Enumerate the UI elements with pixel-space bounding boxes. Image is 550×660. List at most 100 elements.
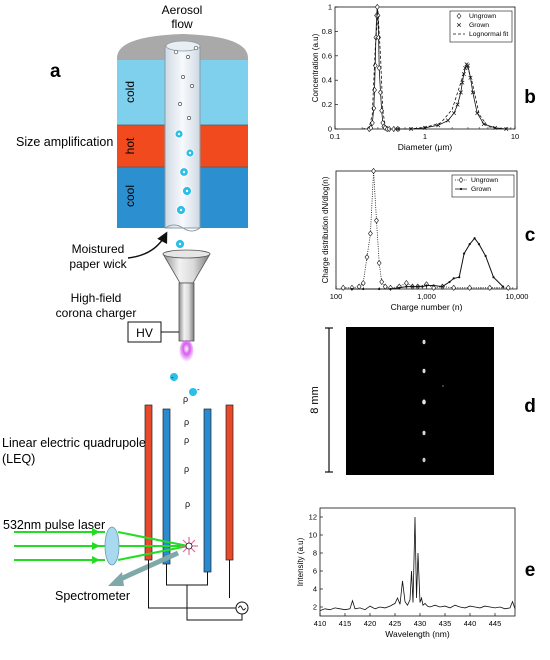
leq-rod-red-right [225,404,234,561]
panel-label-b: b [524,87,536,108]
y-axis-label: Concentration (a.u) [311,33,320,102]
y-tick-label: 0.8 [322,27,332,36]
data-point-x [445,118,451,123]
zone-label-cool: cool [123,185,137,207]
laser-arrowheads [92,528,100,564]
data-point-diamond [505,284,511,291]
y-tick-label: 6 [313,567,317,576]
data-point-dot [350,287,354,291]
panel-a: a Aerosol flow cold hot cool Size amplif… [2,3,249,621]
spectrometer-label: Spectrometer [55,589,130,603]
data-point-dot [389,287,392,291]
leq-label-line2: (LEQ) [2,452,35,466]
legend-label: Lognormal fit [469,31,508,38]
legend-label: Grown [469,22,489,29]
x-axis-label: Wavelength (nm) [385,629,450,639]
data-point-dot [441,285,444,288]
legend-label: Ungrown [469,13,496,20]
data-point-diamond [376,259,382,267]
panel-d-image: 8 mm [309,327,494,475]
data-point-dot [492,276,495,279]
svg-text:-: - [171,373,174,382]
data-point-dot [458,276,461,279]
legend-marker-diamond [456,13,462,19]
data-point-x [436,123,441,128]
legend-label: Grown [471,186,491,193]
data-point-diamond [374,3,380,11]
data-point-dot [425,284,428,287]
x-tick-label: 100 [330,292,343,301]
svg-text:ρ: ρ [184,435,189,445]
data-point-dot [477,243,481,246]
data-point-dot [501,285,505,288]
x-tick-label: 420 [364,619,377,628]
x-tick-label: 10 [511,132,519,141]
panel-label-e: e [525,560,536,581]
series-line-lognormal-fit [362,10,515,130]
data-point-diamond [404,280,409,287]
data-point-diamond [451,284,457,291]
particle-spots [422,339,444,463]
x-tick-label: 1 [423,132,427,141]
charger-label-line2: corona charger [56,306,137,320]
data-point-dot [362,287,365,291]
y-tick-label: 4 [313,585,317,594]
data-point-x [451,111,457,116]
leq-wiring [148,560,243,621]
data-point-diamond [372,62,378,69]
x-tick-label: 1,000 [417,292,436,301]
data-point-dot [484,254,487,258]
data-point-diamond [340,284,346,291]
svg-text:ρ: ρ [184,417,189,427]
x-axis-label: Charge number (n) [391,302,463,312]
data-point-dot [411,285,414,288]
data-point-dot [448,280,451,284]
svg-text:ρ: ρ [185,499,190,509]
x-tick-label: 415 [339,619,352,628]
data-point-diamond [374,217,379,224]
legend-marker-diamond [458,177,464,183]
y-tick-label: 0.4 [322,76,332,85]
emission-arrow [114,550,180,584]
svg-text:ρ: ρ [184,464,189,474]
data-point-dot [468,243,471,246]
x-tick-label: 0.1 [330,132,340,141]
plot-frame [319,507,516,617]
zone-label-hot: hot [123,137,137,154]
data-point-diamond [379,278,385,286]
x-tick-label: 445 [489,619,502,628]
data-point-diamond [368,230,373,237]
data-point-x [458,90,463,95]
y-tick-label: 8 [313,549,317,558]
data-point-diamond [356,283,362,290]
charged-droplets: - - [170,373,200,396]
data-point-dot [378,287,381,291]
data-point-dot [421,285,424,288]
data-point-dot [416,285,419,288]
trapped-particles: ρρρ ρρ [183,394,190,509]
data-point-dot [432,284,435,287]
wick-label-line1: Moistured [72,242,125,256]
data-point-diamond [368,124,374,131]
data-point-diamond [487,284,493,291]
data-point-diamond [360,280,366,287]
trapped-particle-photo [346,327,494,475]
data-point-dot [405,285,408,288]
x-tick-label: 430 [414,619,427,628]
charger-label-line1: High-field [71,291,122,305]
focusing-lens [104,526,120,566]
x-tick-label: 425 [389,619,402,628]
panel-label-c: c [525,225,536,246]
x-tick-label: 440 [464,619,477,628]
data-point-diamond [431,284,437,291]
aerosol-label-line1: Aerosol [162,3,203,17]
y-tick-label: 2 [313,603,317,612]
panel-label-a: a [50,61,61,82]
data-point-diamond [467,284,473,291]
x-tick-label: 10,000 [506,292,529,301]
